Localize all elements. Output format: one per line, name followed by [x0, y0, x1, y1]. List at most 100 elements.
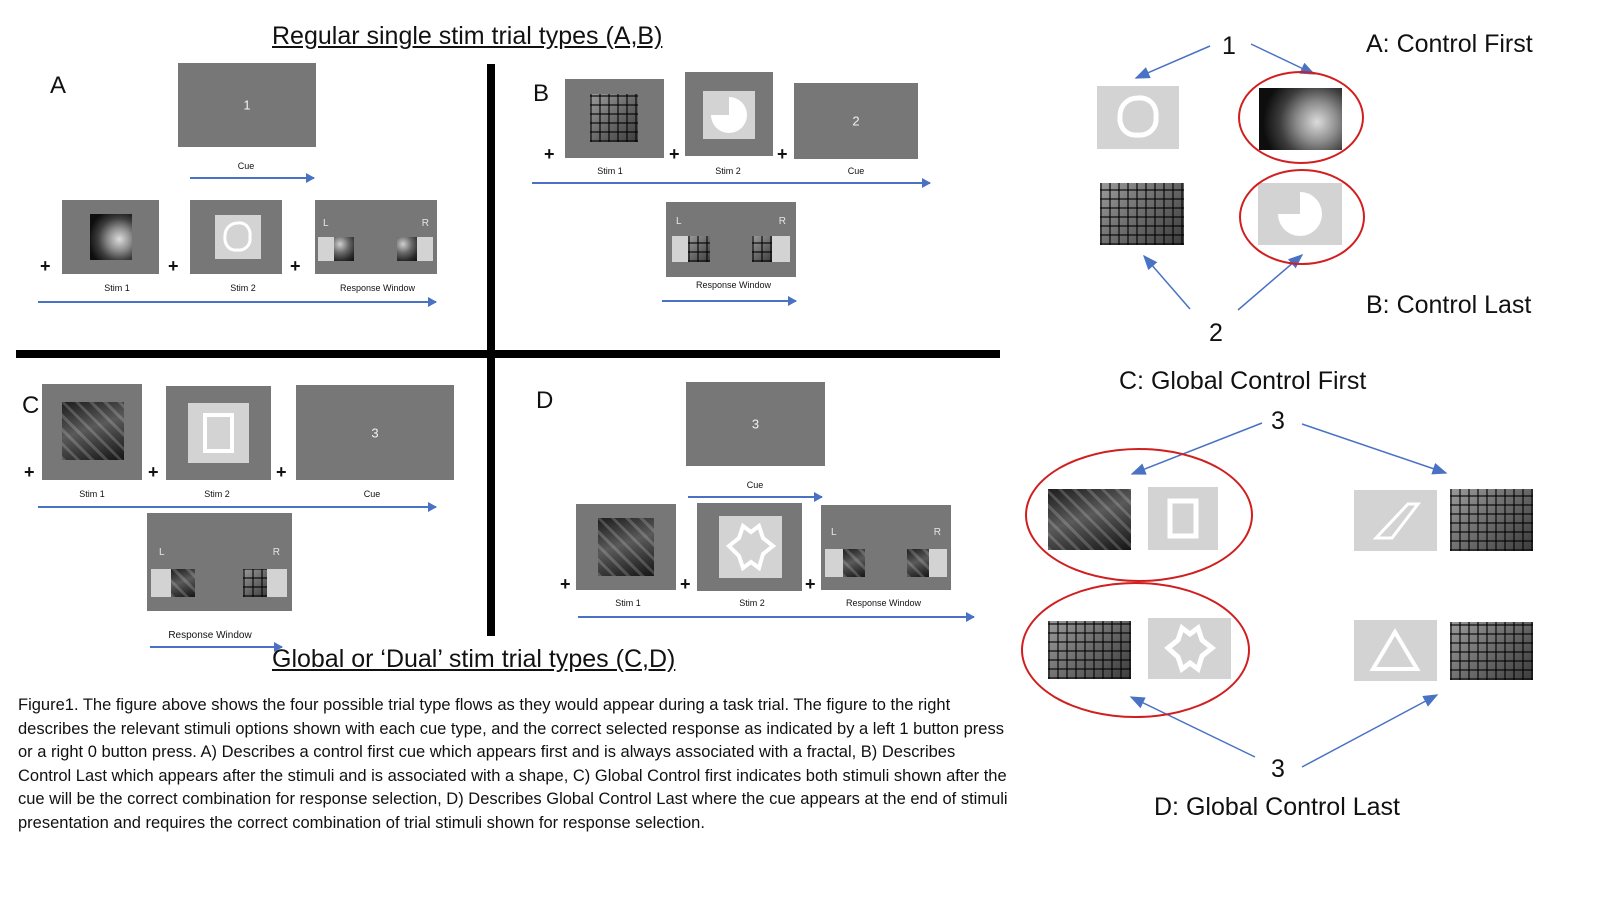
figure-caption: Figure1. The figure above shows the four… — [18, 696, 1008, 832]
cue-number-2: 2 — [1209, 319, 1223, 347]
right-key-label: R — [421, 218, 429, 229]
left-key-label: L — [676, 216, 682, 227]
left-key-label: L — [831, 527, 837, 538]
fractal-image — [397, 237, 417, 261]
response-screen-b: L R — [666, 202, 796, 277]
pacman-shape-icon — [711, 97, 747, 133]
response-arrow-b — [662, 296, 797, 306]
response-label-c: Response Window — [168, 630, 252, 641]
fractal-image — [334, 237, 354, 261]
parallelogram-shape-thumb — [1354, 490, 1437, 551]
shape-image — [703, 91, 755, 139]
response-screen-c: L R — [147, 513, 292, 611]
fixation-plus: + — [24, 462, 35, 482]
cube-fractal-thumb — [1100, 183, 1184, 245]
response-screen-a: L R — [315, 200, 437, 274]
stim2-label-d: Stim 2 — [739, 598, 765, 608]
stim2-screen-d — [697, 503, 802, 591]
response-label-d: Response Window — [845, 598, 922, 608]
stim2-screen-b — [685, 72, 773, 156]
cue-screen-a: 1 — [178, 63, 316, 147]
right-key-label: R — [778, 216, 786, 227]
stim1-screen-d — [576, 504, 676, 590]
heading-global: Global or ‘Dual’ stim trial types (C,D) — [272, 645, 676, 673]
fractal-image — [843, 549, 865, 577]
blob-shape-icon — [1117, 95, 1159, 138]
fixation-plus: + — [805, 574, 816, 594]
cross-shape-icon — [726, 522, 777, 572]
right-key-label: R — [933, 527, 941, 538]
blob-shape-thumb — [1097, 86, 1179, 149]
cue-label-b: Cue — [847, 166, 865, 176]
panel-letter-d: D — [536, 387, 554, 414]
fixation-plus: + — [560, 574, 571, 594]
timeline-arrow-a — [38, 297, 437, 307]
cue-arrow-d — [688, 492, 823, 502]
shape-image — [318, 237, 334, 261]
left-key-label: L — [323, 218, 329, 229]
label-control-last: B: Control Last — [1366, 291, 1532, 319]
panel-letter-a: A — [50, 72, 67, 99]
selection-oval — [1238, 71, 1364, 164]
cue-number-3-bottom: 3 — [1271, 755, 1285, 783]
right-key-label: R — [272, 547, 280, 558]
cue-screen-c: 3 — [296, 385, 454, 480]
fixation-plus: + — [290, 256, 301, 276]
fractal-image — [598, 518, 654, 576]
cue-label-a: Cue — [237, 161, 255, 171]
cue-screen-d: 3 — [686, 382, 825, 466]
response-arrow-c — [150, 642, 283, 652]
selection-oval — [1239, 169, 1365, 265]
timeline-arrow-b — [532, 178, 931, 188]
fractal-image — [688, 236, 710, 262]
shape-image — [188, 403, 249, 463]
selection-oval — [1025, 448, 1253, 582]
left-key-label: L — [159, 547, 165, 558]
stim1-label-d: Stim 1 — [615, 598, 641, 608]
cue-arrow-a — [190, 173, 315, 183]
shape-image — [772, 236, 790, 262]
stim2-label-a: Stim 2 — [230, 283, 256, 293]
timeline-arrow-d — [578, 612, 975, 622]
fixation-plus: + — [669, 144, 680, 164]
heading-regular: Regular single stim trial types (A,B) — [272, 22, 663, 50]
cue-screen-b: 2 — [794, 83, 918, 159]
stim2-screen-c — [166, 386, 271, 480]
cue-label-c: Cue — [363, 489, 381, 499]
stim1-label-c: Stim 1 — [79, 489, 105, 499]
stim1-label-b: Stim 1 — [597, 166, 623, 176]
fractal-image — [752, 236, 772, 262]
horizontal-divider — [16, 350, 1000, 358]
shape-image — [929, 549, 947, 577]
cube-fractal-thumb — [1450, 489, 1533, 551]
stim1-label-a: Stim 1 — [104, 283, 130, 293]
parallelogram-shape-icon — [1372, 502, 1422, 540]
triangle-shape-thumb — [1354, 620, 1437, 681]
fixation-plus: + — [680, 574, 691, 594]
rectangle-shape-icon — [203, 413, 234, 453]
stim1-screen-b — [565, 79, 664, 158]
stim2-label-c: Stim 2 — [204, 489, 230, 499]
cue-number-b: 2 — [852, 113, 860, 129]
fixation-plus: + — [148, 462, 159, 482]
triangle-shape-icon — [1369, 628, 1421, 671]
shape-image — [825, 549, 843, 577]
cue-number-3-top: 3 — [1271, 407, 1285, 435]
cue-number-c: 3 — [371, 425, 379, 440]
fixation-plus: + — [777, 144, 788, 164]
cue-label-d: Cue — [746, 480, 764, 490]
blob-shape-icon — [223, 221, 252, 252]
shape-image — [719, 516, 782, 578]
panel-letter-c: C — [22, 392, 40, 419]
response-label-b: Response Window — [695, 280, 772, 290]
shape-image — [151, 569, 171, 597]
label-control-first: A: Control First — [1366, 30, 1533, 58]
fixation-plus: + — [276, 462, 287, 482]
response-screen-d: L R — [821, 505, 951, 590]
fractal-image — [171, 569, 195, 597]
label-global-control-last: D: Global Control Last — [1154, 793, 1400, 821]
timeline-arrow-c — [38, 502, 437, 512]
shape-image — [215, 215, 261, 259]
fractal-image — [590, 94, 638, 142]
stim2-label-b: Stim 2 — [715, 166, 741, 176]
